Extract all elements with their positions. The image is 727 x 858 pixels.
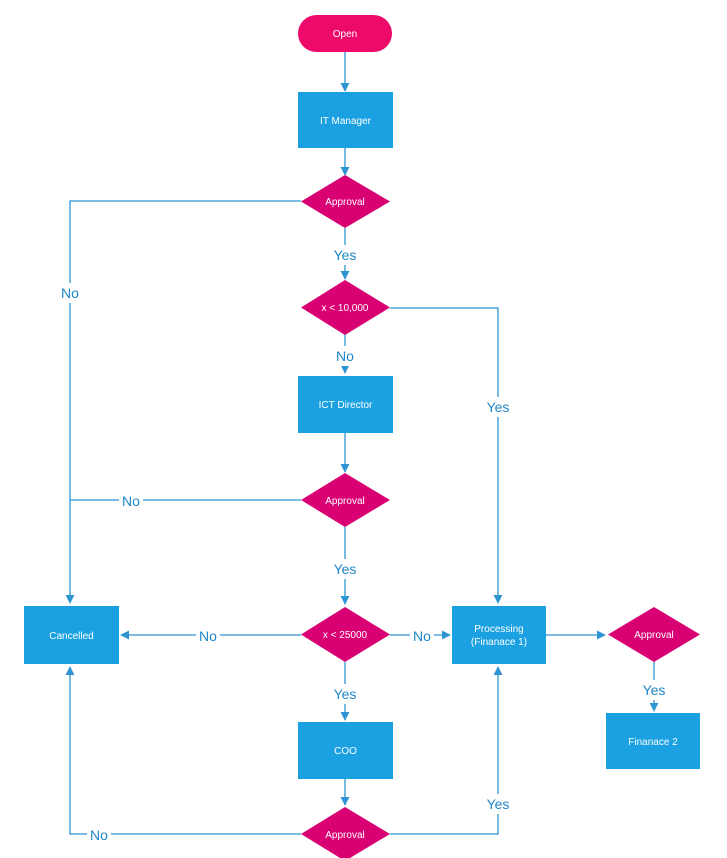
edge-label-approval-2-yes: Yes [334, 561, 357, 577]
decision-shape [301, 473, 390, 527]
decision-shape [301, 280, 390, 335]
node-approval-1[interactable]: Approval [301, 175, 390, 228]
edge-label-threshold-25000-right-no: No [413, 628, 431, 644]
process-shape [298, 92, 393, 148]
edge-label-approval-2-no: No [122, 493, 140, 509]
edge-label-threshold-10000-no: No [336, 348, 354, 364]
node-coo[interactable]: COO [298, 722, 393, 779]
node-threshold-25000-label: x < 25000 [323, 630, 368, 641]
node-coo-label: COO [334, 746, 357, 757]
node-processing-label-line2: (Finanace 1) [471, 637, 527, 648]
decision-shape [608, 607, 700, 662]
edge-label-approval-3-yes: Yes [487, 796, 510, 812]
node-threshold-10000-label: x < 10,000 [322, 303, 369, 314]
edge-approval-3-no [65, 666, 301, 835]
process-shape [298, 722, 393, 779]
node-approval-1-label: Approval [325, 197, 364, 208]
node-cancelled-label: Cancelled [49, 631, 93, 642]
edge-label-approval-1-yes: Yes [334, 247, 357, 263]
edge-label-approval-finance-yes: Yes [643, 682, 666, 698]
node-threshold-10000[interactable]: x < 10,000 [301, 280, 390, 335]
node-approval-2-label: Approval [325, 496, 364, 507]
connectors [65, 52, 659, 835]
process-shape [452, 606, 546, 664]
terminator-shape [298, 15, 392, 52]
node-open-label: Open [333, 29, 357, 40]
decision-shape [301, 607, 390, 662]
node-cancelled[interactable]: Cancelled [24, 606, 119, 664]
edge-labels: Yes No No Yes No Yes No No Yes No Yes Ye… [58, 245, 669, 845]
node-ict-director-label: ICT Director [319, 400, 373, 411]
edge-label-threshold-25000-yes: Yes [334, 686, 357, 702]
node-approval-3-label: Approval [325, 830, 364, 841]
node-open[interactable]: Open [298, 15, 392, 52]
node-processing[interactable]: Processing (Finanace 1) [452, 606, 546, 664]
node-finance-2-label: Finanace 2 [628, 737, 678, 748]
edge-label-approval-1-no: No [61, 285, 79, 301]
edge-approval-1-no [65, 200, 301, 604]
edge-label-threshold-10000-yes: Yes [487, 399, 510, 415]
process-shape [606, 713, 700, 769]
process-shape [298, 376, 393, 433]
node-approval-3[interactable]: Approval [301, 807, 390, 858]
decision-shape [301, 807, 390, 858]
nodes: Open IT Manager Approval x < 10,000 ICT … [24, 15, 700, 858]
node-threshold-25000[interactable]: x < 25000 [301, 607, 390, 662]
decision-shape [301, 175, 390, 228]
node-it-manager[interactable]: IT Manager [298, 92, 393, 148]
node-approval-finance[interactable]: Approval [608, 607, 700, 662]
process-shape [24, 606, 119, 664]
edge-label-approval-3-no: No [90, 827, 108, 843]
node-processing-label-line1: Processing [474, 624, 523, 635]
node-ict-director[interactable]: ICT Director [298, 376, 393, 433]
edge-approval-3-yes [390, 666, 503, 835]
node-finance-2[interactable]: Finanace 2 [606, 713, 700, 769]
node-it-manager-label: IT Manager [320, 116, 372, 127]
edge-label-threshold-25000-left-no: No [199, 628, 217, 644]
edge-threshold-10000-yes [390, 307, 503, 604]
node-approval-2[interactable]: Approval [301, 473, 390, 527]
node-approval-finance-label: Approval [634, 630, 673, 641]
